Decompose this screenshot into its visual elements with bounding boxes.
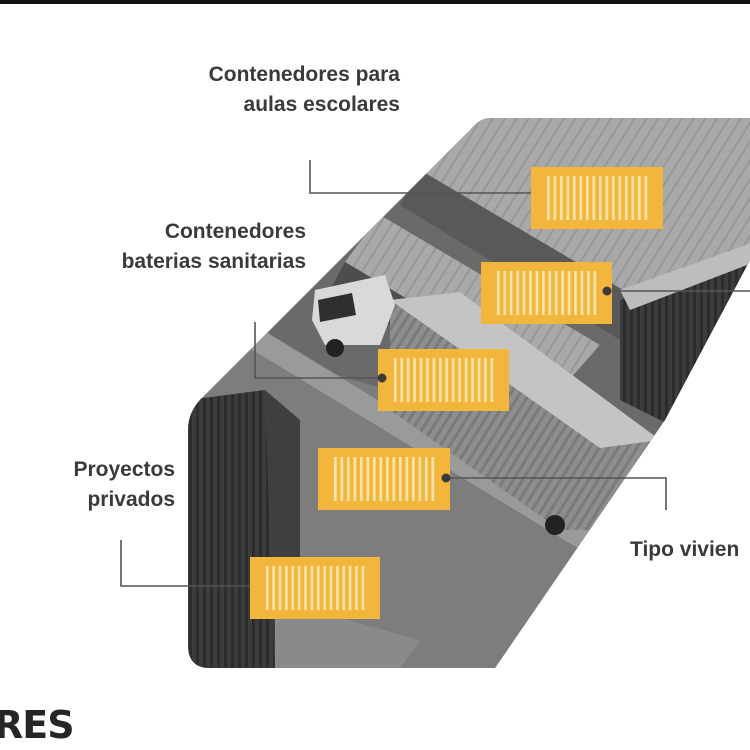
label-vivienda-text: Tipo vivien — [630, 538, 740, 561]
label-tipo-vivienda: Tipo vivien — [630, 535, 739, 565]
label-baterias-line2: baterias sanitarias — [121, 250, 306, 273]
connector-dot — [441, 473, 451, 483]
top-border — [0, 0, 750, 4]
label-aulas-escolares: Contenedores para aulas escolares — [168, 60, 400, 120]
container-icon-vivienda — [318, 448, 451, 510]
label-privados-line1: Proyectos — [73, 458, 175, 481]
connector-dot — [377, 373, 387, 383]
brand-logo-text: RES — [0, 703, 75, 747]
label-aulas-line1: Contenedores para — [208, 63, 400, 86]
label-privados-line2: privados — [87, 488, 175, 511]
container-icon-right — [481, 262, 612, 324]
connector-dot — [602, 286, 612, 296]
label-aulas-line2: aulas escolares — [243, 93, 400, 116]
container-icon-baterias — [377, 349, 509, 411]
label-baterias-line1: Contenedores — [164, 220, 306, 243]
container-icon-privados — [250, 557, 380, 619]
label-baterias-sanitarias: Contenedores baterias sanitarias — [80, 217, 306, 277]
label-proyectos-privados: Proyectos privados — [20, 455, 175, 515]
container-icon-aulas — [531, 167, 663, 229]
